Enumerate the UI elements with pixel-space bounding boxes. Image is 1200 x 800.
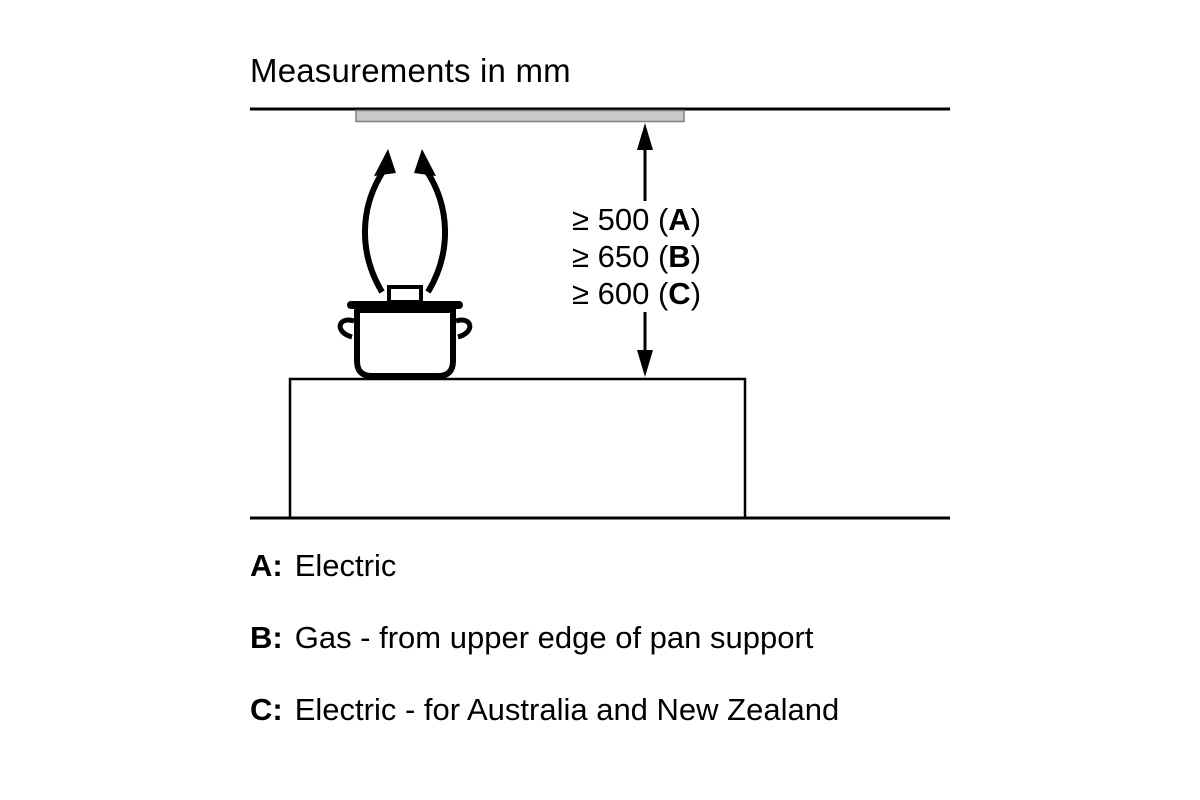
dimension-label-a: ≥ 500 (A) — [572, 201, 708, 238]
dimension-value-c: ≥ 600 ( — [572, 276, 669, 311]
dimension-labels: ≥ 500 (A) ≥ 650 (B) ≥ 600 (C) — [572, 201, 708, 312]
dimension-value-a: ≥ 500 ( — [572, 202, 669, 237]
dimension-key-c: C — [668, 276, 691, 311]
legend-key-c: C: — [250, 692, 283, 727]
dimension-label-c: ≥ 600 (C) — [572, 275, 708, 312]
legend-item-c: C: Electric - for Australia and New Zeal… — [250, 692, 839, 728]
legend-key-a: A: — [250, 548, 283, 583]
dimension-key-a: A — [668, 202, 691, 237]
pot-icon — [337, 285, 473, 379]
cooker-hood-icon — [355, 109, 685, 123]
legend: A: Electric B: Gas - from upper edge of … — [250, 548, 839, 764]
dimension-suffix-c: ) — [690, 276, 702, 311]
legend-item-a: A: Electric — [250, 548, 839, 584]
steam-arrow-left-icon — [362, 168, 387, 294]
counter-outline — [288, 377, 747, 520]
steam-arrow-left-head-icon — [374, 149, 396, 176]
legend-text-a: Electric — [294, 548, 397, 583]
steam-arrow-right-head-icon — [414, 149, 436, 176]
dimension-label-b: ≥ 650 (B) — [572, 238, 708, 275]
legend-key-b: B: — [250, 620, 283, 655]
steam-arrow-right-icon — [423, 168, 448, 294]
dimension-key-b: B — [668, 239, 691, 274]
legend-text-c: Electric - for Australia and New Zealand — [294, 692, 840, 727]
dimension-suffix-b: ) — [690, 239, 702, 274]
legend-item-b: B: Gas - from upper edge of pan support — [250, 620, 839, 656]
dimension-suffix-a: ) — [690, 202, 702, 237]
steam-arrows-icon — [362, 149, 448, 294]
legend-text-b: Gas - from upper edge of pan support — [294, 620, 814, 655]
page-title: Measurements in mm — [250, 52, 571, 89]
dimension-value-b: ≥ 650 ( — [572, 239, 669, 274]
